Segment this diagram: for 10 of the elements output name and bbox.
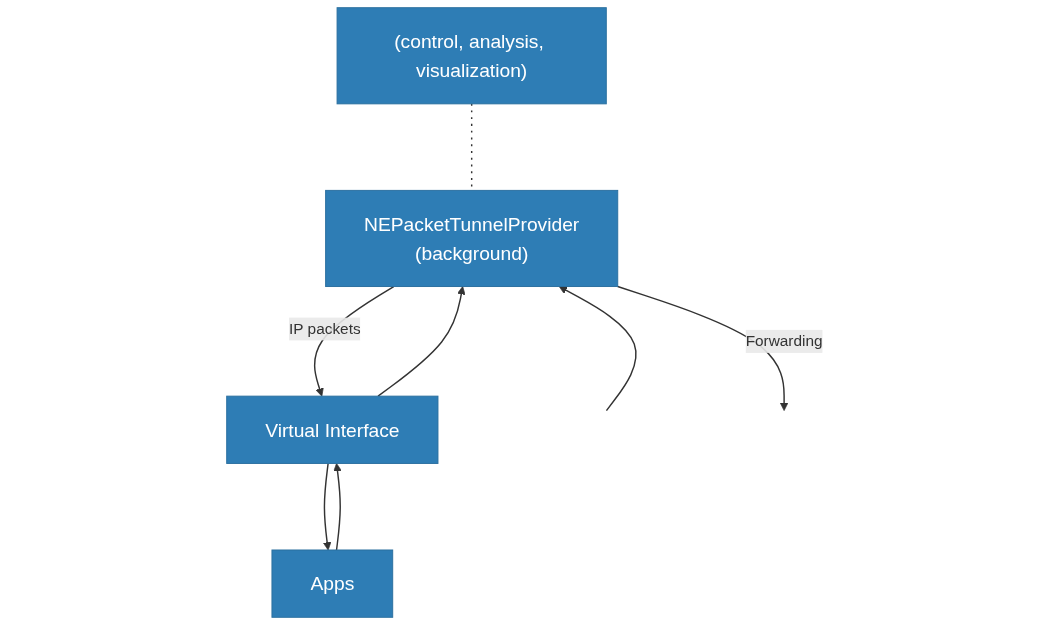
edge-label: Forwarding [745, 332, 823, 350]
arrow [322, 462, 332, 551]
node-box: Virtual Interface [226, 395, 439, 464]
edge-label: IP packets [288, 320, 361, 337]
arrow [377, 286, 466, 397]
arrow [558, 286, 637, 412]
node-box: Apps [271, 549, 394, 618]
arrow [333, 463, 342, 551]
node-box: NEPacketTunnelProvider (background) [325, 189, 619, 287]
node-box: (control, analysis, visualization) [336, 7, 607, 105]
